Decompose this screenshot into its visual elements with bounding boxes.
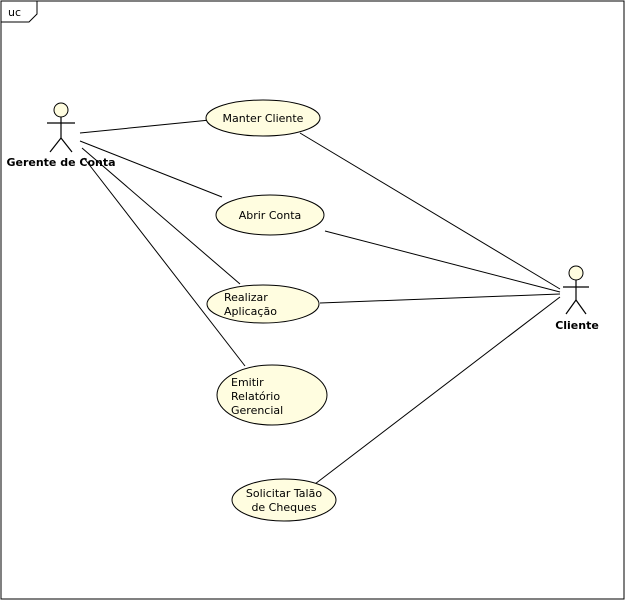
usecase-shape [216,364,328,426]
association-manager-emitir-relatorio [83,157,246,367]
usecase-shape [215,194,325,236]
usecase-manter-cliente[interactable]: Manter Cliente [205,99,321,137]
association-client-realizar-aplicacao [319,293,561,304]
usecase-label-line-1: Solicitar Talão [246,487,322,500]
usecase-shape [205,99,321,137]
association-manager-manter-cliente [79,119,211,134]
usecase-label-line-3: Gerencial [231,404,283,417]
usecase-shape [206,284,320,324]
usecase-solicitar-talao[interactable]: Solicitar Talão de Cheques [231,478,337,522]
usecase-emitir-relatorio[interactable]: Emitir Relatório Gerencial [216,364,328,426]
association-client-manter-cliente [299,132,561,290]
usecase-label-line-1: Realizar [224,291,268,304]
usecase-shape [231,478,337,522]
actor-head-icon [53,102,69,118]
association-manager-abrir-conta [79,140,223,198]
frame-tag [0,0,38,23]
usecase-label: Abrir Conta [239,209,302,222]
usecase-label-line-2: Aplicação [224,305,277,318]
association-client-solicitar-talao [314,296,561,485]
actor-head-icon [568,265,584,281]
usecase-label-line-2: de Cheques [251,501,316,514]
usecase-label: Manter Cliente [223,112,304,125]
usecase-realizar-aplicacao[interactable]: Realizar Aplicação [206,284,320,324]
association-manager-realizar-aplicacao [81,147,241,285]
actor-client[interactable]: Cliente [555,265,599,332]
actor-manager-label: Gerente de Conta [6,156,115,169]
usecase-abrir-conta[interactable]: Abrir Conta [215,194,325,236]
usecase-label-line-1: Emitir [231,376,264,389]
actor-client-label: Cliente [555,319,599,332]
usecase-label-line-2: Relatório [231,390,280,403]
actor-manager[interactable]: Gerente de Conta [6,102,116,169]
association-client-abrir-conta [324,230,561,293]
frame-tag-label: uc [8,6,21,19]
